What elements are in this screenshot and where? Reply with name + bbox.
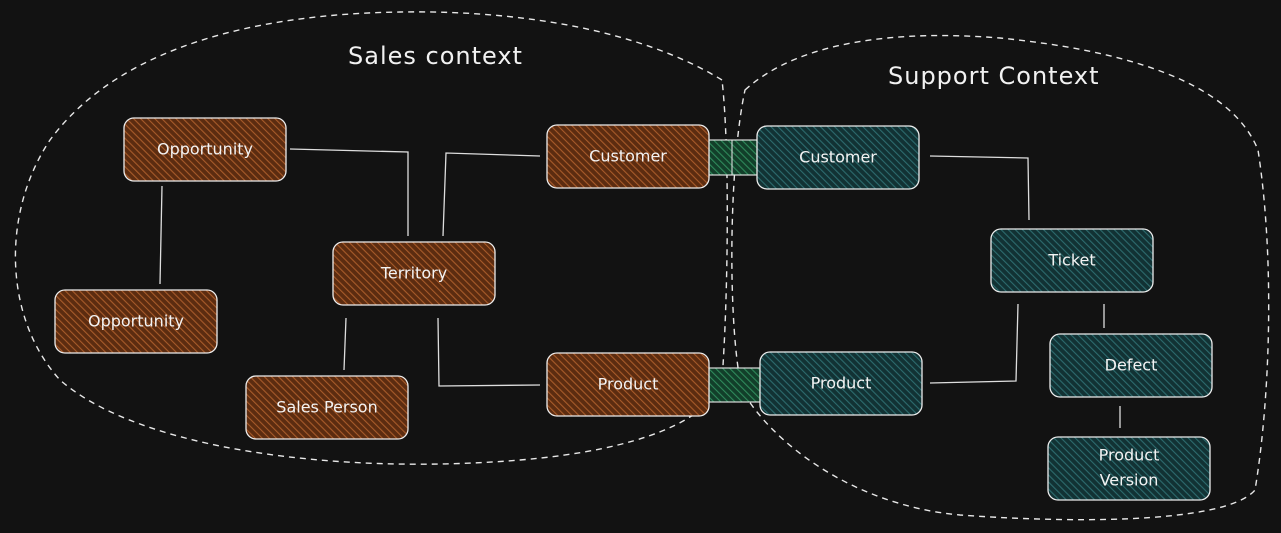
node-label: Opportunity — [157, 140, 253, 159]
support-context-title: Support Context — [888, 62, 1100, 90]
node-label-line-2: Version — [1100, 471, 1159, 490]
node-label: Customer — [589, 147, 667, 166]
node-sales-opportunity-secondary[interactable]: Opportunity — [54, 289, 218, 354]
node-sales-product[interactable]: Product — [546, 352, 710, 417]
node-label: Product — [811, 374, 872, 393]
node-support-ticket[interactable]: Ticket — [990, 228, 1154, 293]
connector-opportunity-territory — [289, 148, 409, 236]
node-support-product[interactable]: Product — [759, 351, 923, 416]
node-sales-territory[interactable]: Territory — [332, 241, 496, 306]
product-bridge — [708, 367, 764, 403]
support-context-boundary — [731, 34, 1270, 521]
node-label: Ticket — [1047, 251, 1095, 270]
connector-territory-customer — [442, 152, 541, 237]
connector-product-ticket — [929, 303, 1019, 384]
node-label: Product — [598, 375, 659, 394]
node-sales-opportunity[interactable]: Opportunity — [123, 117, 287, 182]
node-support-product-version[interactable]: Product Version — [1047, 436, 1211, 501]
node-label: Customer — [799, 148, 877, 167]
connector-territory-salesperson — [343, 317, 347, 371]
node-sales-person[interactable]: Sales Person — [245, 375, 409, 440]
sales-context-title: Sales context — [348, 42, 523, 70]
node-sales-customer[interactable]: Customer — [546, 124, 710, 189]
node-label: Opportunity — [88, 312, 184, 331]
customer-bridge — [708, 139, 760, 176]
connector-opportunity-opportunity — [159, 185, 163, 285]
node-label: Sales Person — [276, 398, 377, 417]
node-label-line-1: Product — [1099, 446, 1160, 465]
connector-customer-ticket — [929, 155, 1030, 221]
sales-context-boundary — [14, 11, 728, 465]
connector-territory-product — [437, 317, 541, 387]
node-label: Territory — [380, 264, 447, 283]
node-support-defect[interactable]: Defect — [1049, 333, 1213, 398]
node-support-customer[interactable]: Customer — [756, 125, 920, 190]
node-label: Defect — [1105, 356, 1158, 375]
